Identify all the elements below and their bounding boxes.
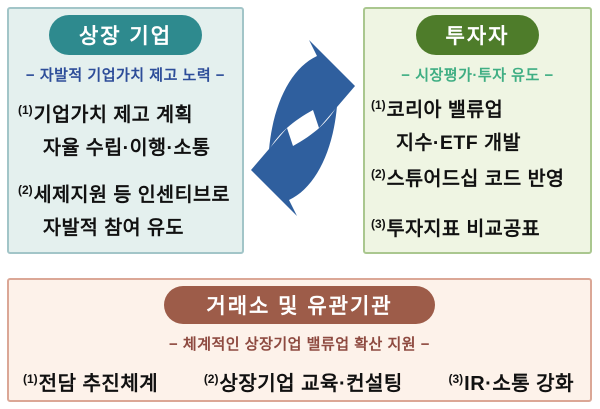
list-item: (2)상장기업 교육·컨설팅 (204, 367, 403, 396)
investors-items: (1)코리아 밸류업 지수·ETF 개발 (2)스튜어드십 코드 반영 (3)투… (365, 94, 590, 246)
exchange-title-badge: 거래소 및 유관기관 (164, 286, 435, 324)
item-text: 자발적 참여 유도 (43, 217, 184, 239)
exchange-organizations-box: 거래소 및 유관기관 − 체계적인 상장기업 밸류업 확산 지원 − (1)전담… (7, 278, 592, 402)
item-number: (1) (18, 103, 33, 117)
item-text: 투자지표 비교공표 (386, 218, 541, 240)
list-item: (2)스튜어드십 코드 반영 (371, 163, 586, 196)
item-number: (2) (18, 183, 33, 197)
item-text: 코리아 밸류업 (386, 99, 504, 121)
item-text: 상장기업 교육·컨설팅 (219, 373, 403, 395)
listed-companies-subtitle: − 자발적 기업가치 제고 노력 − (25, 67, 226, 84)
item-text: 자율 수립·이행·소통 (43, 137, 211, 159)
item-number: (3) (448, 372, 464, 386)
arrow-right-icon (269, 40, 355, 150)
arrow-left-icon (251, 106, 337, 216)
listed-companies-box: 상장 기업 − 자발적 기업가치 제고 노력 − (1)기업가치 제고 계획 자… (7, 7, 244, 254)
item-number: (2) (203, 372, 219, 386)
item-text: 기업가치 제고 계획 (33, 104, 194, 126)
investors-title: 투자자 (445, 25, 510, 48)
list-item: (1)기업가치 제고 계획 자율 수립·이행·소통 (18, 99, 238, 165)
exchange-subtitle: − 체계적인 상장기업 밸류업 확산 지원 − (168, 336, 431, 353)
investors-subtitle: − 시장평가·투자 유도 − (401, 67, 554, 84)
item-number: (3) (371, 217, 386, 231)
item-text: IR·소통 강화 (464, 373, 574, 395)
item-number: (1) (23, 372, 38, 386)
list-item: (3)IR·소통 강화 (448, 367, 574, 396)
exchange-title: 거래소 및 유관기관 (206, 295, 393, 318)
item-text: 전담 추진체계 (38, 373, 159, 395)
exchange-items: (1)전담 추진체계 (2)상장기업 교육·컨설팅 (3)IR·소통 강화 (9, 354, 590, 396)
investors-box: 투자자 − 시장평가·투자 유도 − (1)코리아 밸류업 지수·ETF 개발 … (363, 7, 592, 254)
listed-companies-title-badge: 상장 기업 (48, 15, 203, 55)
item-text: 스튜어드십 코드 반영 (386, 168, 565, 190)
two-way-exchange-arrows-icon (251, 40, 355, 216)
item-text: 지수·ETF 개발 (396, 132, 522, 154)
item-number: (1) (371, 98, 386, 112)
list-item: (1)전담 추진체계 (23, 367, 158, 396)
item-number: (2) (371, 167, 386, 181)
listed-companies-items: (1)기업가치 제고 계획 자율 수립·이행·소통 (2)세제지원 등 인센티브… (9, 99, 242, 245)
item-text: 세제지원 등 인센티브로 (33, 184, 230, 206)
investors-title-badge: 투자자 (415, 15, 540, 55)
listed-companies-title: 상장 기업 (78, 25, 173, 48)
list-item: (1)코리아 밸류업 지수·ETF 개발 (371, 94, 586, 160)
list-item: (3)투자지표 비교공표 (371, 213, 586, 246)
list-item: (2)세제지원 등 인센티브로 자발적 참여 유도 (18, 179, 238, 245)
